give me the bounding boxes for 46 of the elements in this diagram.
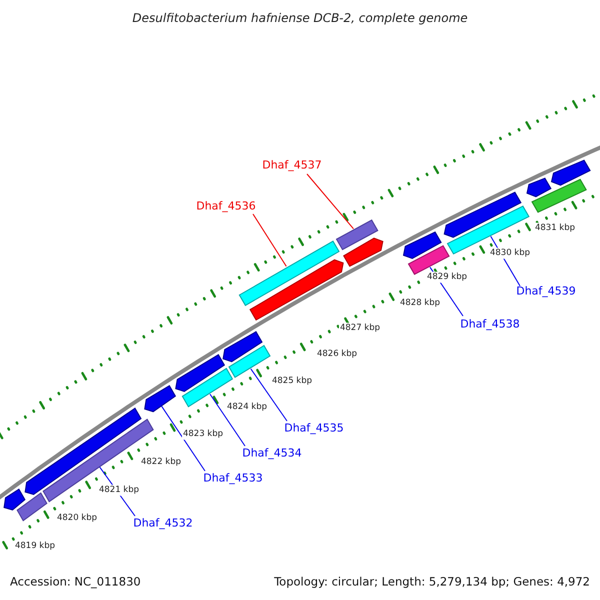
gene-label: Dhaf_4539 xyxy=(516,286,576,296)
gene-block xyxy=(16,492,48,522)
gene-label: Dhaf_4532 xyxy=(133,518,193,528)
gene-block xyxy=(550,160,591,186)
gene-label: Dhaf_4534 xyxy=(242,448,302,458)
scale-label: 4823 kbp xyxy=(182,428,224,440)
accession-note: Accession: NC_011830 xyxy=(10,576,141,588)
scale-label: 4819 kbp xyxy=(14,540,56,552)
gene-block xyxy=(222,331,263,362)
leader-line xyxy=(210,394,246,446)
gene-block xyxy=(343,238,384,267)
scale-label: 4830 kbp xyxy=(488,248,532,258)
scale-label: 4826 kbp xyxy=(316,348,358,360)
leader-line xyxy=(250,368,288,422)
gene-block xyxy=(249,259,344,321)
gene-label: Dhaf_4535 xyxy=(284,422,344,434)
gene-block xyxy=(228,344,271,378)
leader-line xyxy=(252,214,287,267)
gene-block xyxy=(336,219,378,250)
scale-label: 4822 kbp xyxy=(140,456,182,468)
scale-label: 4824 kbp xyxy=(226,402,268,412)
scale-label: 4821 kbp xyxy=(98,484,140,496)
gene-label: Dhaf_4536 xyxy=(196,200,256,212)
leader-line xyxy=(306,174,354,230)
gene-block xyxy=(444,192,522,238)
scale-label: 4831 kbp xyxy=(534,222,576,234)
gene-label: Dhaf_4538 xyxy=(460,318,520,330)
title: Desulfitobacterium hafniense DCB-2, complete genome xyxy=(132,12,468,24)
gene-block xyxy=(526,178,552,198)
gene-block xyxy=(175,354,226,392)
leader-line xyxy=(161,406,206,472)
gene-block xyxy=(402,231,442,260)
genome-info: Topology: circular; Length: 5,279,134 bp; Genes: 4,972 xyxy=(274,576,590,588)
scale-label: 4829 kbp xyxy=(426,272,468,282)
scale-label: 4828 kbp xyxy=(398,298,442,308)
gene-label: Dhaf_4533 xyxy=(203,472,263,484)
gene-label: Dhaf_4537 xyxy=(262,160,322,170)
gene-block xyxy=(238,240,340,306)
gene-block xyxy=(446,206,530,255)
scale-label: 4825 kbp xyxy=(270,376,314,386)
gene-block xyxy=(4,488,26,511)
gene-block xyxy=(144,385,176,412)
scale-label: 4827 kbp xyxy=(338,322,382,334)
gene-block xyxy=(531,178,587,213)
scale-label: 4820 kbp xyxy=(56,512,98,524)
gene-block xyxy=(24,407,142,496)
